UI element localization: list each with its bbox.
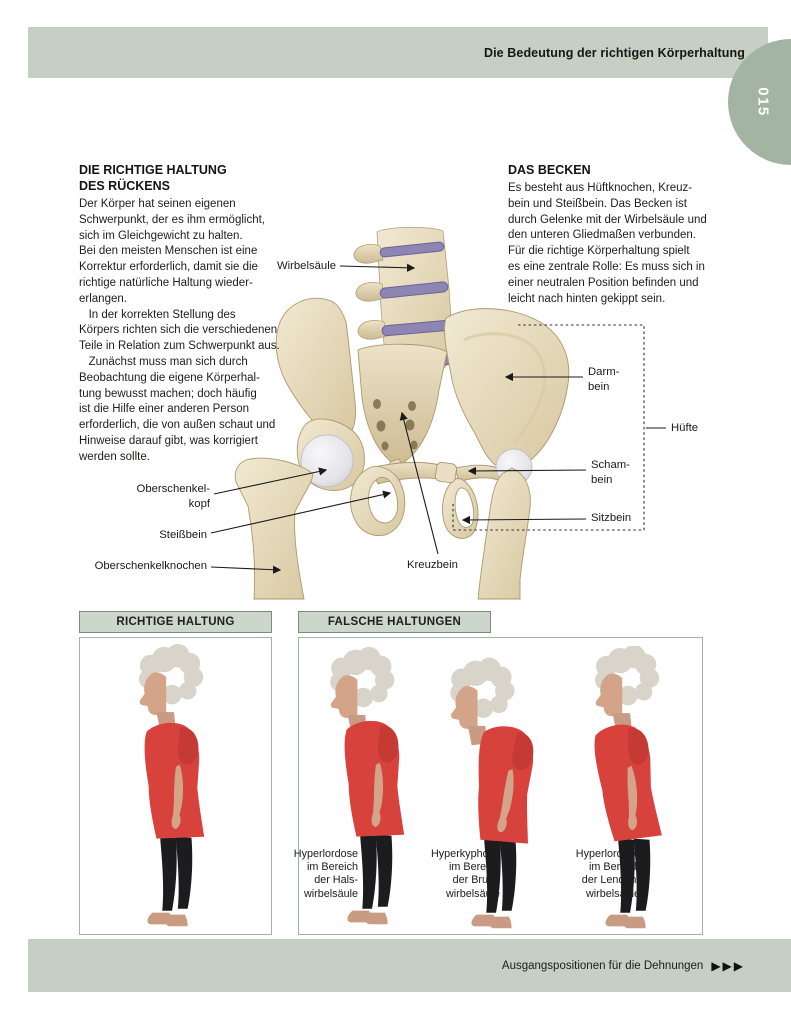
paragraph: Zunächst muss man sich durch Beobachtung… bbox=[79, 355, 276, 463]
footer-text: Ausgangspositionen für die Dehnungen bbox=[501, 959, 704, 972]
section-heading-ruecken: DIE RICHTIGE HALTUNG DES RÜCKENS bbox=[79, 163, 227, 193]
caption-hyperkyphose-brust: Hyperkyphose im Bereich der Brust- wirbe… bbox=[430, 848, 500, 900]
paragraph: Es besteht aus Hüftknochen, Kreuz- bein … bbox=[508, 182, 707, 305]
label-schambein: Scham- bein bbox=[591, 459, 630, 486]
page-title: Die Bedeutung der richtigen Körperhaltun… bbox=[483, 45, 745, 60]
footer-arrows-icon: ▶▶▶ bbox=[711, 958, 745, 973]
page-number: 015 bbox=[754, 87, 772, 117]
label-darmbein: Darm- bein bbox=[588, 366, 620, 393]
section-heading-becken: DAS BECKEN bbox=[508, 163, 591, 177]
panel-title: RICHTIGE HALTUNG bbox=[116, 616, 235, 628]
panel-header-richtige-haltung: RICHTIGE HALTUNG bbox=[79, 611, 272, 633]
section-becken: DAS BECKEN Es besteht aus Hüftknochen, K… bbox=[508, 162, 726, 307]
caption-hyperlordose-lenden: Hyperlordose im Bereich der Lenden- wirb… bbox=[575, 848, 640, 900]
label-sitzbein: Sitzbein bbox=[591, 512, 632, 524]
panel-title: FALSCHE HALTUNGEN bbox=[327, 616, 462, 628]
label-kreuzbein: Kreuzbein bbox=[407, 559, 458, 571]
label-huefte: Hüfte bbox=[671, 422, 699, 434]
label-wirbelsaeule: Wirbelsäule bbox=[276, 260, 336, 272]
paragraph: Der Körper hat seinen eigenen Schwerpunk… bbox=[79, 198, 265, 305]
label-oberschenkelknochen: Oberschenkelknochen bbox=[94, 560, 207, 572]
header-band: Die Bedeutung der richtigen Körperhaltun… bbox=[28, 27, 768, 78]
panel-header-falsche-haltungen: FALSCHE HALTUNGEN bbox=[298, 611, 491, 633]
paragraph: In der korrekten Stellung des Körpers ri… bbox=[79, 308, 280, 353]
footer-band: Ausgangspositionen für die Dehnungen ▶▶▶ bbox=[28, 939, 791, 992]
photo-correct-posture bbox=[138, 644, 205, 927]
section-rueckenhaltung: DIE RICHTIGE HALTUNG DES RÜCKENS Der Kör… bbox=[79, 162, 291, 466]
caption-hyperlordose-hals: Hyperlordose im Bereich der Hals- wirbel… bbox=[293, 848, 358, 900]
label-steissbein: Steißbein bbox=[159, 529, 207, 541]
label-oberschenkelkopf: Oberschenkel- kopf bbox=[136, 483, 210, 510]
